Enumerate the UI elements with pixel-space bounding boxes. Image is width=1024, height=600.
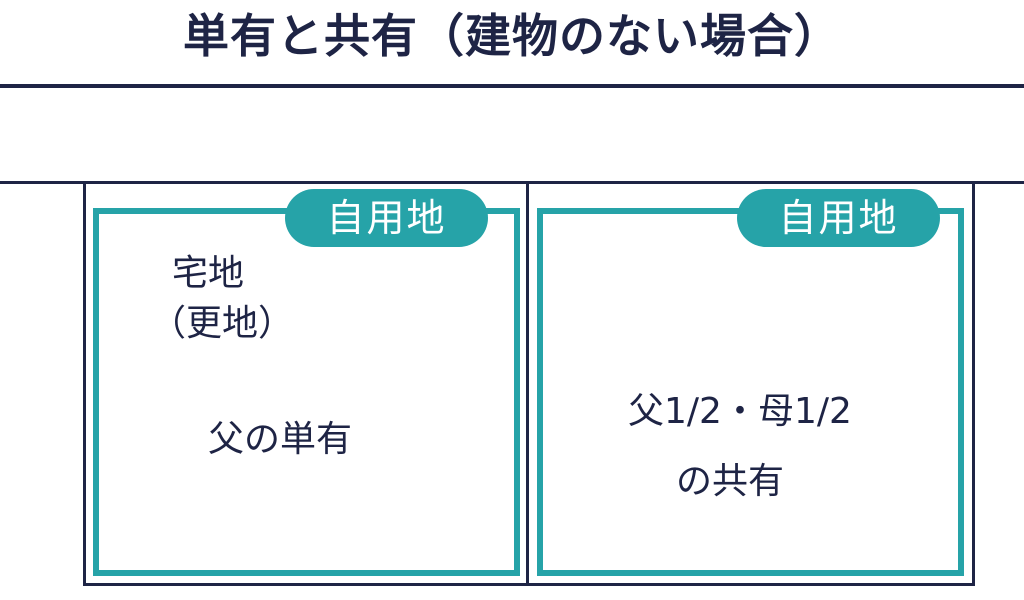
left-plot [93,208,520,576]
plot-divider [526,181,529,586]
left-land-type: 宅地 [172,253,245,294]
left-land-subtype: （更地） [150,303,295,344]
right-usage-badge: 自用地 [737,189,940,247]
land-frame [83,181,975,586]
road-boundary-line [0,181,1024,184]
left-ownership: 父の単有 [208,419,353,460]
diagram-title: 単有と共有（建物のない場合） [183,9,841,63]
right-ownership-line1: 父1/2・母1/2 [628,391,852,432]
right-ownership-line2: の共有 [676,461,785,502]
left-usage-badge: 自用地 [285,189,488,247]
title-divider [0,84,1024,88]
